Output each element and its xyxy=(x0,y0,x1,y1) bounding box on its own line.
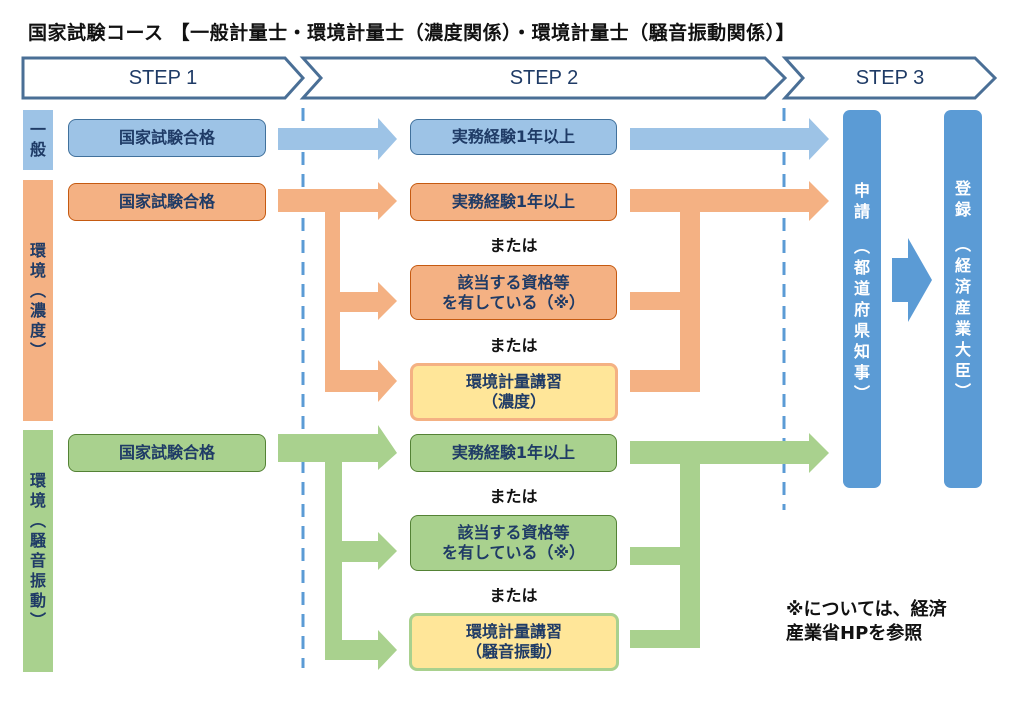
label-char: 一 xyxy=(29,120,46,139)
noise-experience-box: 実務経験1年以上 xyxy=(410,434,617,472)
label-char: 動 xyxy=(29,591,46,610)
noise-exam-pass-box: 国家試験合格 xyxy=(68,434,266,472)
step2-label: STEP 2 xyxy=(509,67,579,89)
label-char: 濃 xyxy=(29,300,46,320)
step1-banner xyxy=(21,56,306,100)
label-char: ︶ xyxy=(29,340,46,360)
bar-char: 都 xyxy=(853,258,870,277)
label-char: 環 xyxy=(29,471,46,490)
arrow-application-to-registration xyxy=(892,238,932,322)
bar-char: ︶ xyxy=(954,382,971,401)
diagram-title: 国家試験コース 【一般計量士・環境計量士（濃度関係）・環境計量士（騒音振動関係）… xyxy=(28,22,796,44)
arrow-concentration-step1 xyxy=(278,182,397,402)
label-char: 音 xyxy=(29,551,46,570)
concentration-training-box: 環境計量講習 （濃度） xyxy=(410,363,618,421)
bar-char: 県 xyxy=(853,321,870,340)
bar-char: 経 xyxy=(954,256,971,275)
step3-banner xyxy=(781,56,998,100)
step1-label: STEP 1 xyxy=(128,67,198,89)
step3-label: STEP 3 xyxy=(855,67,925,89)
footnote: ※については、経済 産業省HPを参照 xyxy=(786,599,947,644)
bar-char: ︵ xyxy=(954,235,971,254)
label-char: ︶ xyxy=(29,611,46,630)
bar-char: 録 xyxy=(954,200,971,219)
bar-char: 府 xyxy=(853,300,870,319)
label-char: 般 xyxy=(29,140,46,159)
noise-qualification-box: 該当する資格等 を有している（※） xyxy=(410,515,617,571)
bar-char: 請 xyxy=(853,202,870,221)
bar-char: 登 xyxy=(954,179,971,198)
or-label: または xyxy=(489,336,538,355)
step2-banner xyxy=(299,56,788,100)
bar-char: ︶ xyxy=(853,384,870,403)
bar-char: 知 xyxy=(853,342,870,361)
or-label: または xyxy=(489,487,538,506)
bar-char: 臣 xyxy=(954,361,971,380)
label-char: 振 xyxy=(29,571,46,590)
label-char: 騒 xyxy=(29,531,46,550)
arrow-concentration-step2 xyxy=(630,181,829,392)
arrow-general-step1 xyxy=(278,118,397,160)
arrow-general-step2 xyxy=(630,118,829,160)
bar-char: 申 xyxy=(853,181,870,200)
label-char: 度 xyxy=(29,320,46,340)
bar-char: 大 xyxy=(954,340,971,359)
label-char: 境 xyxy=(29,491,46,510)
arrow-noise-step2 xyxy=(630,433,829,648)
row-label-concentration: 環 境 ︵ 濃 度 ︶ xyxy=(23,180,53,421)
or-label: または xyxy=(489,586,538,605)
application-prefecture-bar: 申 請 ︵ 都 道 府 県 知 事 ︶ xyxy=(843,110,881,488)
label-char: 環 xyxy=(29,240,46,260)
or-label: または xyxy=(489,236,538,255)
arrow-noise-step1 xyxy=(278,425,397,670)
label-char: ︵ xyxy=(29,511,46,530)
row-label-noise: 環 境 ︵ 騒 音 振 動 ︶ xyxy=(23,430,53,672)
general-experience-box: 実務経験1年以上 xyxy=(410,119,617,155)
concentration-qualification-box: 該当する資格等 を有している（※） xyxy=(410,265,617,320)
noise-training-box: 環境計量講習 （騒音振動） xyxy=(409,613,619,671)
concentration-exam-pass-box: 国家試験合格 xyxy=(68,183,266,221)
label-char: 境 xyxy=(29,260,46,280)
registration-meti-bar: 登 録 ︵ 経 済 産 業 大 臣 ︶ xyxy=(944,110,982,488)
bar-char: 業 xyxy=(954,319,971,338)
bar-char: 道 xyxy=(853,279,870,298)
general-exam-pass-box: 国家試験合格 xyxy=(68,119,266,157)
label-char: ︵ xyxy=(29,280,46,300)
bar-char: 済 xyxy=(954,277,971,296)
concentration-experience-box: 実務経験1年以上 xyxy=(410,183,617,221)
bar-char: 産 xyxy=(954,298,971,317)
bar-char: 事 xyxy=(853,363,870,382)
bar-char: ︵ xyxy=(853,237,870,256)
row-label-general: 一 般 xyxy=(23,110,53,170)
